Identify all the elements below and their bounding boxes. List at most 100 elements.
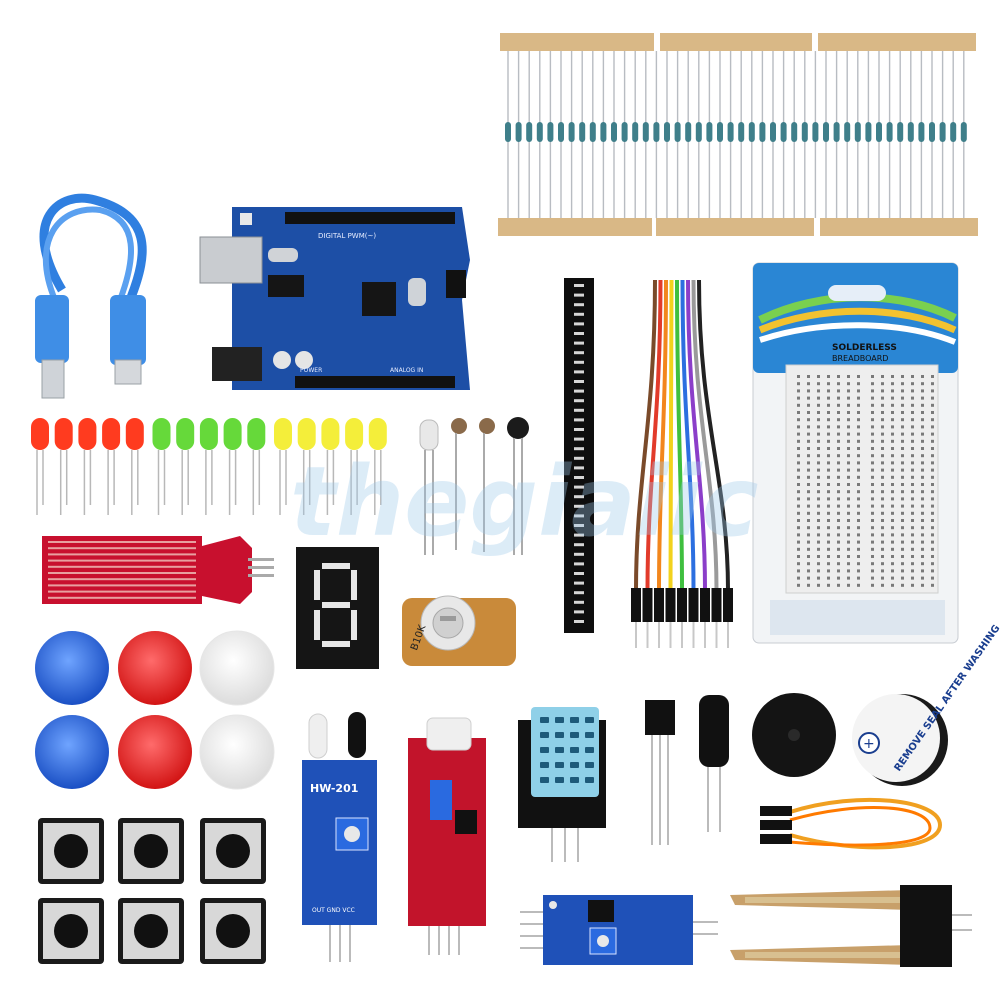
resistor xyxy=(717,122,723,142)
resistor xyxy=(929,122,935,142)
jumper-wire xyxy=(668,279,674,591)
resistor xyxy=(886,122,893,142)
ir-obstacle-sensor: HW-201 OUT GND VCC xyxy=(302,712,377,962)
resistor xyxy=(770,122,776,142)
resistor xyxy=(685,122,692,142)
resistor xyxy=(536,122,543,142)
dupont-jumper-wires xyxy=(631,279,733,648)
led-row xyxy=(31,418,387,515)
resistor xyxy=(833,122,840,142)
led xyxy=(152,418,171,450)
led xyxy=(247,418,266,450)
ir-sensor-model: HW-201 xyxy=(310,782,358,795)
breadboard-package: SOLDERLESS BREADBOARD xyxy=(752,262,959,644)
resistor xyxy=(939,122,946,142)
led xyxy=(368,418,387,450)
jumper-wire xyxy=(697,279,730,591)
resistor xyxy=(526,122,533,142)
resistor xyxy=(674,122,681,142)
resistor xyxy=(547,122,554,142)
jumper-wire xyxy=(675,279,684,591)
led xyxy=(102,418,121,450)
seven-segment-display: 1 xyxy=(296,547,379,669)
jumper-wire xyxy=(645,279,663,591)
resistor xyxy=(642,122,649,142)
ir-sensor-pins: OUT GND VCC xyxy=(312,907,355,914)
arduino-uno-board: DIGITAL PWM(~) POWER ANALOG IN xyxy=(199,207,470,390)
usb-cable xyxy=(35,193,147,399)
resistor xyxy=(505,122,511,142)
resistor xyxy=(589,122,596,142)
sound-sensor-module xyxy=(408,717,486,955)
led xyxy=(31,418,49,450)
led xyxy=(345,418,364,450)
arduino-silk-digital: DIGITAL PWM(~) xyxy=(318,232,376,240)
resistor xyxy=(791,122,798,142)
sensor-jumper-cable xyxy=(760,797,943,850)
resistor xyxy=(812,122,819,142)
led xyxy=(54,418,73,450)
tactile-switches xyxy=(38,818,266,964)
resistor xyxy=(918,122,925,142)
resistor xyxy=(706,122,713,142)
led xyxy=(274,418,292,450)
jumper-wire xyxy=(680,279,696,591)
resistor xyxy=(823,122,829,142)
resistor xyxy=(738,122,745,142)
breadboard-brand: SOLDERLESS xyxy=(832,343,897,353)
resistor xyxy=(844,122,851,142)
resistor xyxy=(579,122,586,142)
resistor xyxy=(780,122,787,142)
resistor xyxy=(621,122,628,142)
resistor xyxy=(695,122,702,142)
button-caps xyxy=(35,630,275,790)
resistor xyxy=(600,122,607,142)
pin-header-strip xyxy=(564,278,594,633)
resistor xyxy=(876,122,882,142)
potentiometer: B10K xyxy=(402,595,516,666)
resistor xyxy=(515,122,522,142)
led xyxy=(199,418,218,450)
led xyxy=(125,418,144,450)
buzzers: REMOVE SEAL AFTER WASHING + xyxy=(752,623,1000,786)
jumper-wire xyxy=(657,279,668,591)
resistor xyxy=(632,122,639,142)
jumper-wire xyxy=(691,279,719,591)
resistor xyxy=(664,122,670,142)
resistor xyxy=(950,122,957,142)
misc-small-components xyxy=(419,417,529,555)
jumper-wire xyxy=(634,279,657,591)
resistor xyxy=(897,122,904,142)
breadboard-subtitle: BREADBOARD xyxy=(832,354,888,363)
led xyxy=(321,418,340,450)
resistor xyxy=(727,122,734,142)
svg-text:+: + xyxy=(863,736,875,752)
arduino-silk-analog: ANALOG IN xyxy=(390,367,423,374)
resistor xyxy=(748,122,755,142)
led xyxy=(176,418,195,450)
soil-moisture-probe xyxy=(730,885,972,967)
led xyxy=(223,418,242,450)
resistor xyxy=(801,122,808,142)
resistor xyxy=(568,122,575,142)
transistor-and-tilt-switch xyxy=(645,695,729,845)
jumper-wire xyxy=(686,279,707,591)
resistor xyxy=(854,122,861,142)
arduino-silk-power: POWER xyxy=(300,367,322,374)
comparator-module xyxy=(520,895,718,965)
resistor xyxy=(611,122,617,142)
dht11-sensor xyxy=(518,707,606,862)
water-level-sensor xyxy=(42,536,274,604)
led xyxy=(78,418,97,450)
resistor xyxy=(907,122,914,142)
resistor xyxy=(960,122,967,142)
watermark-text: thegiaiic xyxy=(290,446,758,558)
resistor xyxy=(865,122,872,142)
resistor-strip xyxy=(498,33,978,236)
resistor xyxy=(558,122,564,142)
led xyxy=(297,418,316,450)
resistor xyxy=(653,122,660,142)
resistor xyxy=(759,122,766,142)
